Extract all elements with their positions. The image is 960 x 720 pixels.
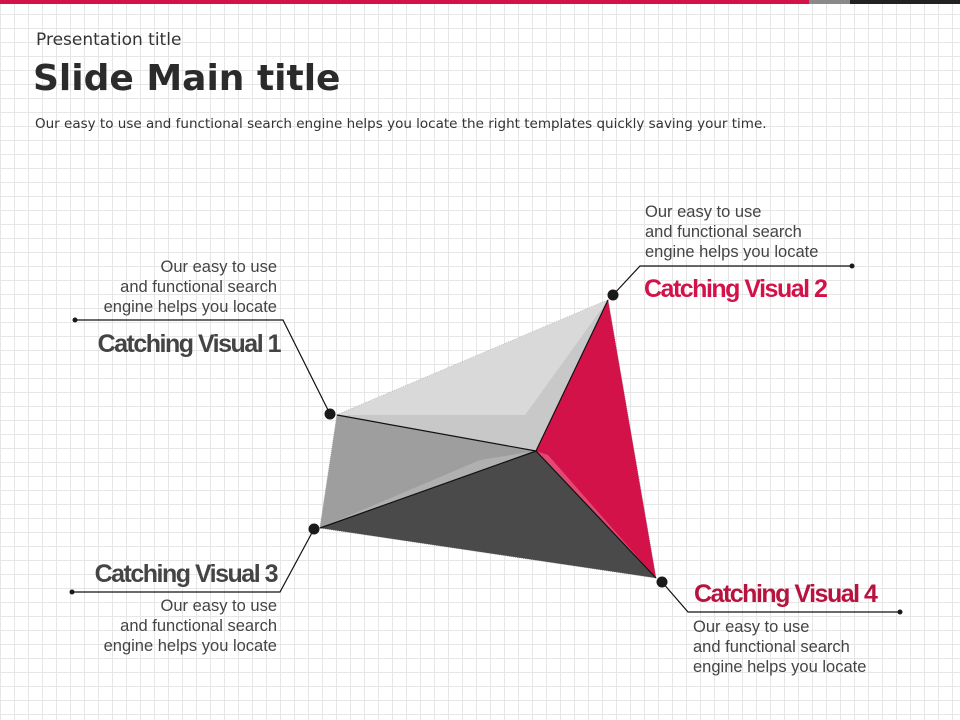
text-line: engine helps you locate [693, 658, 867, 676]
face-bottom [320, 451, 656, 578]
text-line: Our easy to use [160, 258, 277, 276]
text-line: engine helps you locate [103, 298, 277, 316]
visual-3-text: Our easy to use and functional search en… [104, 596, 277, 656]
text-line: engine helps you locate [103, 637, 277, 655]
presentation-title: Presentation title [36, 30, 182, 50]
text-line: and functional search [645, 223, 802, 241]
visual-1-title: Catching Visual 1 [97, 330, 282, 358]
visual-3-title: Catching Visual 3 [94, 560, 279, 588]
text-line: Our easy to use [693, 618, 810, 636]
visual-4-text: Our easy to use and functional search en… [693, 617, 866, 677]
page-title: Slide Main title [33, 58, 341, 99]
text-line: engine helps you locate [645, 243, 819, 261]
face-accent [536, 300, 656, 578]
visual-2-title: Catching Visual 2 [644, 275, 828, 303]
text-line: and functional search [120, 617, 277, 635]
visual-2-text: Our easy to use and functional search en… [645, 202, 818, 262]
top-bar-dark [850, 0, 960, 4]
text-line: Our easy to use [645, 203, 762, 221]
text-line: Our easy to use [160, 597, 277, 615]
text-line: and functional search [120, 278, 277, 296]
visual-1-text: Our easy to use and functional search en… [104, 257, 277, 317]
top-bar-accent [0, 0, 809, 4]
subtitle: Our easy to use and functional search en… [35, 116, 767, 132]
face-left [320, 415, 536, 528]
visual-4-title: Catching Visual 4 [694, 580, 878, 608]
text-line: and functional search [693, 638, 850, 656]
top-bar-gray [809, 0, 850, 4]
face-top-shade [337, 300, 608, 451]
